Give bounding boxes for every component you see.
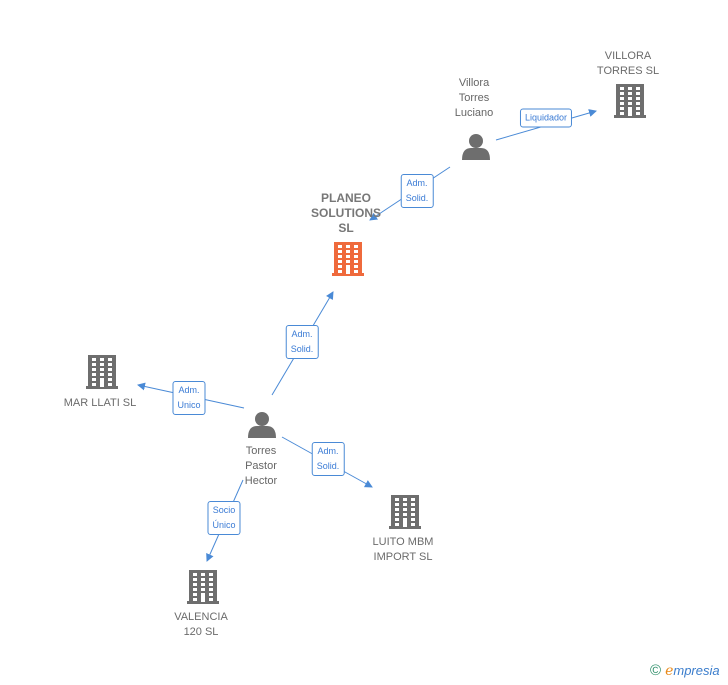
building-icon[interactable] (614, 84, 646, 118)
company-name-villora-torres-sl[interactable]: VILLORA TORRES SL (596, 50, 660, 77)
building-icon[interactable] (187, 570, 219, 604)
person-name-villora-torres-luciano[interactable]: Villora Torres Luciano (454, 77, 494, 119)
empresia-logo: ©empresia (650, 662, 720, 679)
edge-label[interactable]: Adm. Solid. (285, 325, 319, 359)
brand-initial: e (665, 663, 674, 679)
person-name-torres-pastor-hector[interactable]: Torres Pastor Hector (244, 445, 278, 487)
edge-label[interactable]: Adm. Solid. (311, 442, 345, 476)
building-icon[interactable] (389, 495, 421, 529)
copyright-symbol: © (650, 662, 662, 679)
building-icon[interactable] (86, 355, 118, 389)
edge-label[interactable]: Liquidador (519, 108, 573, 128)
edge-label[interactable]: Adm. Unico (172, 381, 206, 415)
building-icon[interactable] (332, 242, 364, 276)
company-name-mar-llati-sl[interactable]: MAR LLATI SL (63, 397, 137, 409)
company-name-luito-mbm-import-sl[interactable]: LUITO MBM IMPORT SL (372, 536, 434, 563)
person-icon[interactable] (248, 412, 276, 438)
brand-name: mpresia (673, 663, 720, 678)
edge-label[interactable]: Socio Único (207, 501, 241, 535)
edge-label[interactable]: Adm. Solid. (400, 174, 434, 208)
person-icon[interactable] (462, 134, 490, 160)
company-name-planeo-solutions-sl[interactable]: PLANEO SOLUTIONS SL (310, 191, 381, 235)
company-name-valencia-120-sl[interactable]: VALENCIA 120 SL (174, 611, 228, 638)
